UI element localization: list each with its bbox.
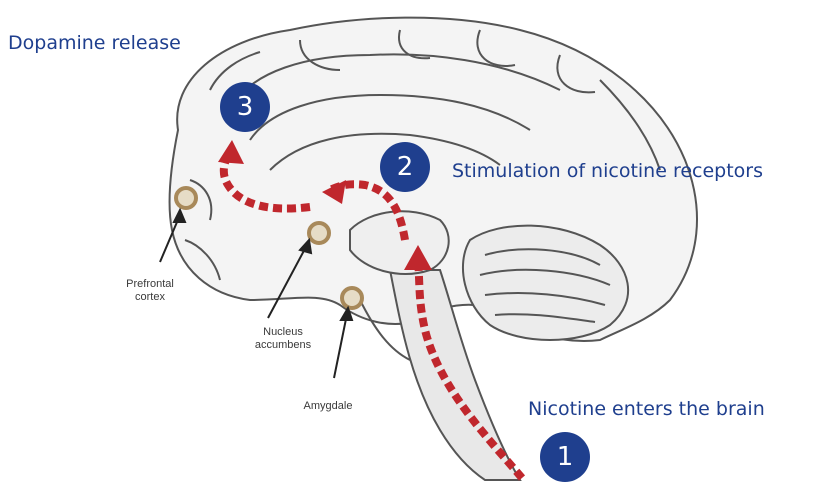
- nicotine-enters-label: Nicotine enters the brain: [528, 398, 765, 420]
- nucleus-accumbens-label: Nucleus accumbens: [238, 326, 328, 352]
- amygdale-text: Amygdale: [288, 400, 368, 413]
- step-badge-3: 3: [220, 82, 270, 132]
- step-badge-2: 2: [380, 142, 430, 192]
- nucleus-accumbens-marker: [309, 223, 329, 243]
- step-badge-1: 1: [540, 432, 590, 482]
- nucleus-line2: accumbens: [238, 339, 328, 352]
- amygdale-marker: [342, 288, 362, 308]
- prefrontal-line2: cortex: [110, 291, 190, 304]
- amygdale-label: Amygdale: [288, 400, 368, 413]
- nucleus-line1: Nucleus: [238, 326, 328, 339]
- dopamine-release-label: Dopamine release: [8, 32, 181, 54]
- stimulation-label: Stimulation of nicotine receptors: [452, 160, 763, 182]
- prefrontal-cortex-marker: [176, 188, 196, 208]
- prefrontal-cortex-label: Prefrontal cortex: [110, 278, 190, 304]
- prefrontal-line1: Prefrontal: [110, 278, 190, 291]
